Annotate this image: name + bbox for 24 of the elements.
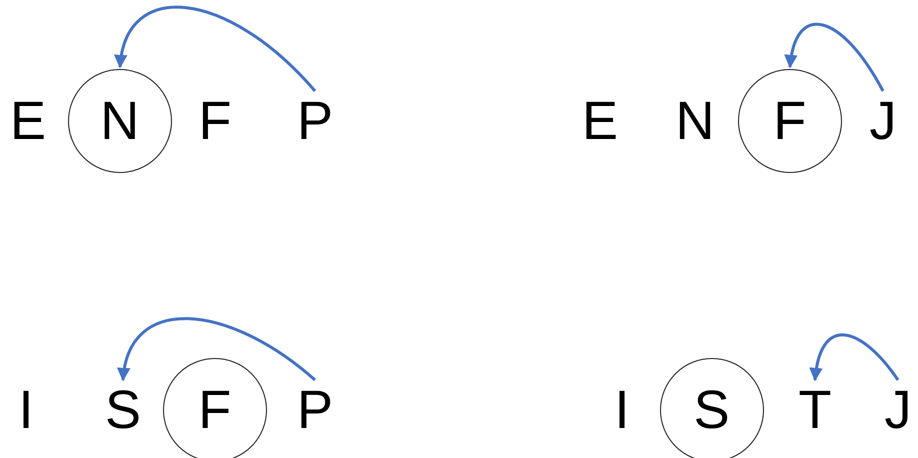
highlight-circle	[660, 358, 764, 458]
letter: F	[194, 382, 235, 438]
letter: J	[863, 93, 903, 149]
curved-arrow	[785, 22, 884, 92]
curved-arrow	[115, 6, 316, 92]
letter: J	[878, 382, 918, 438]
letter: P	[295, 382, 335, 438]
letter: I	[602, 382, 642, 438]
letter: E	[580, 93, 620, 149]
letter: F	[770, 92, 810, 149]
curved-arrow	[810, 334, 900, 382]
letter: N	[675, 93, 715, 149]
letter: S	[692, 382, 732, 438]
letter: S	[103, 382, 143, 438]
letter: E	[8, 93, 48, 149]
letter: T	[795, 382, 835, 438]
curved-arrow	[118, 317, 316, 382]
letter: I	[6, 382, 46, 438]
highlight-circle	[163, 358, 267, 458]
letter: N	[100, 92, 140, 149]
highlight-circle	[738, 69, 842, 173]
letter: F	[195, 93, 235, 149]
highlight-circle	[68, 69, 172, 173]
letter: P	[295, 93, 335, 149]
